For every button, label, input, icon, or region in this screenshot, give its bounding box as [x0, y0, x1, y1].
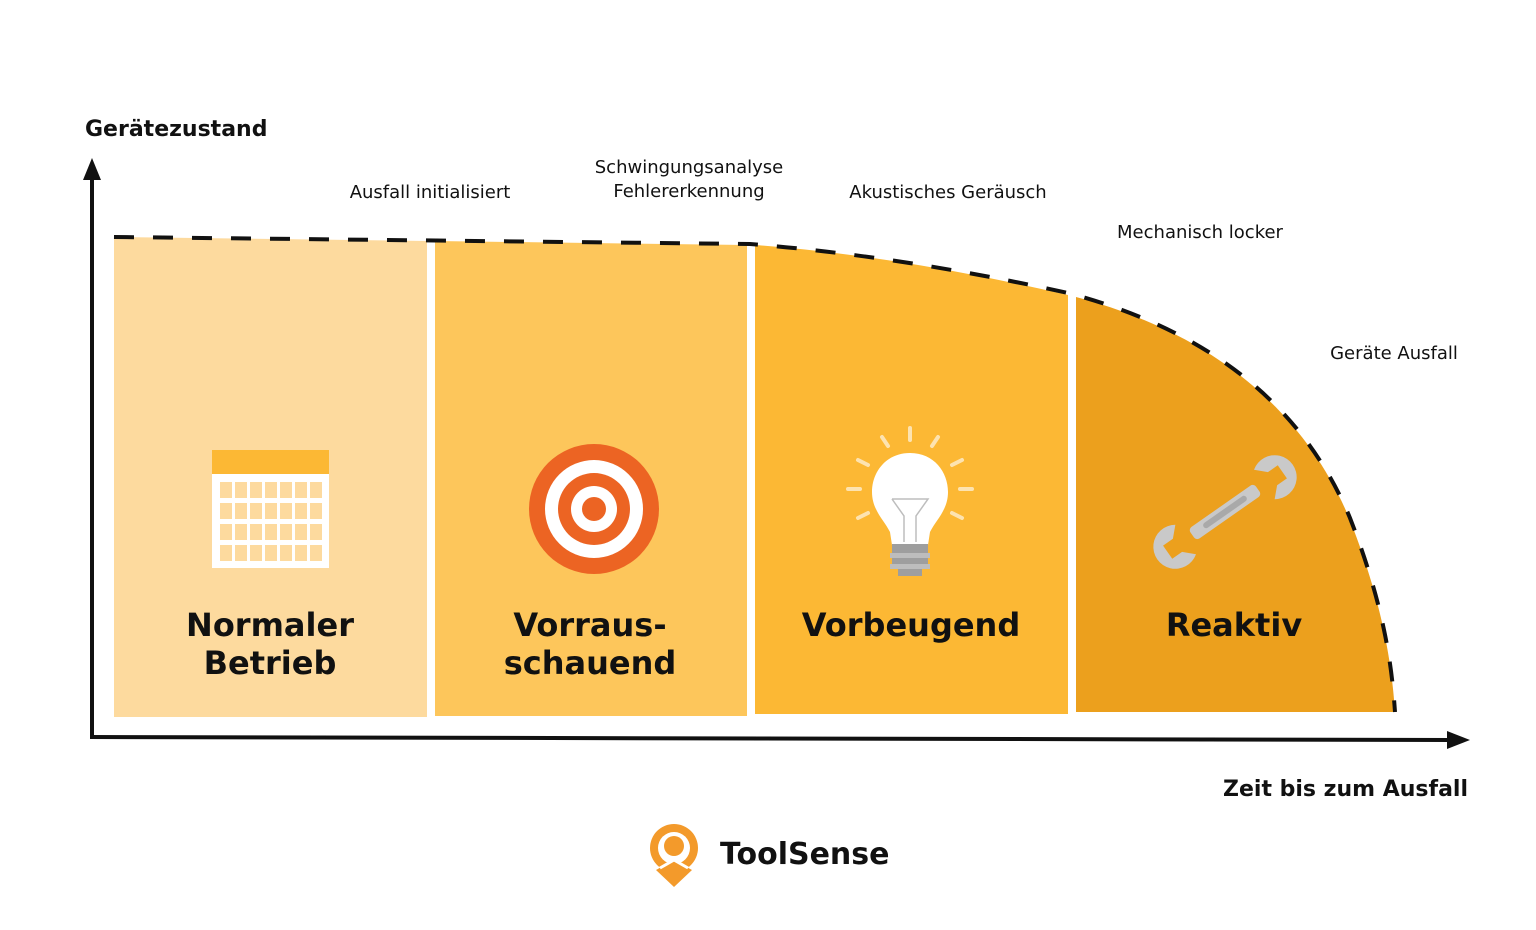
phase-label-predictive-line2: schauend [504, 644, 677, 682]
y-axis-label: Gerätezustand [85, 117, 267, 142]
toolsense-logo: ToolSense [650, 824, 890, 887]
lightbulb-icon [846, 426, 974, 576]
annotation-mechanically-loose: Mechanisch locker [1117, 222, 1284, 243]
x-axis [89, 735, 1451, 742]
phase-label-reactive: Reaktiv [1166, 606, 1302, 644]
phase-label-predictive-line1: Vorraus- [513, 606, 666, 644]
location-pin-icon [650, 824, 698, 887]
y-axis-arrow-icon [83, 158, 101, 180]
x-axis-label: Zeit bis zum Ausfall [1223, 777, 1468, 802]
annotation-vibration-analysis: Schwingungsanalyse [595, 157, 783, 178]
x-axis-arrow-icon [1447, 731, 1470, 749]
annotation-acoustic-noise: Akustisches Geräusch [849, 182, 1046, 203]
annotation-device-failure: Geräte Ausfall [1330, 343, 1458, 364]
phase-label-normal-line2: Betrieb [204, 644, 337, 682]
phase-label-normal-line1: Normaler [186, 606, 354, 644]
annotation-failure-initiated: Ausfall initialisiert [350, 182, 511, 203]
phase-label-preventive: Vorbeugend [802, 606, 1020, 644]
brand-name: ToolSense [720, 837, 890, 872]
target-icon [529, 444, 659, 574]
calendar-icon [212, 450, 329, 568]
annotation-fault-detection: Fehlererkennung [613, 181, 764, 202]
wrench-icon [1153, 455, 1297, 569]
